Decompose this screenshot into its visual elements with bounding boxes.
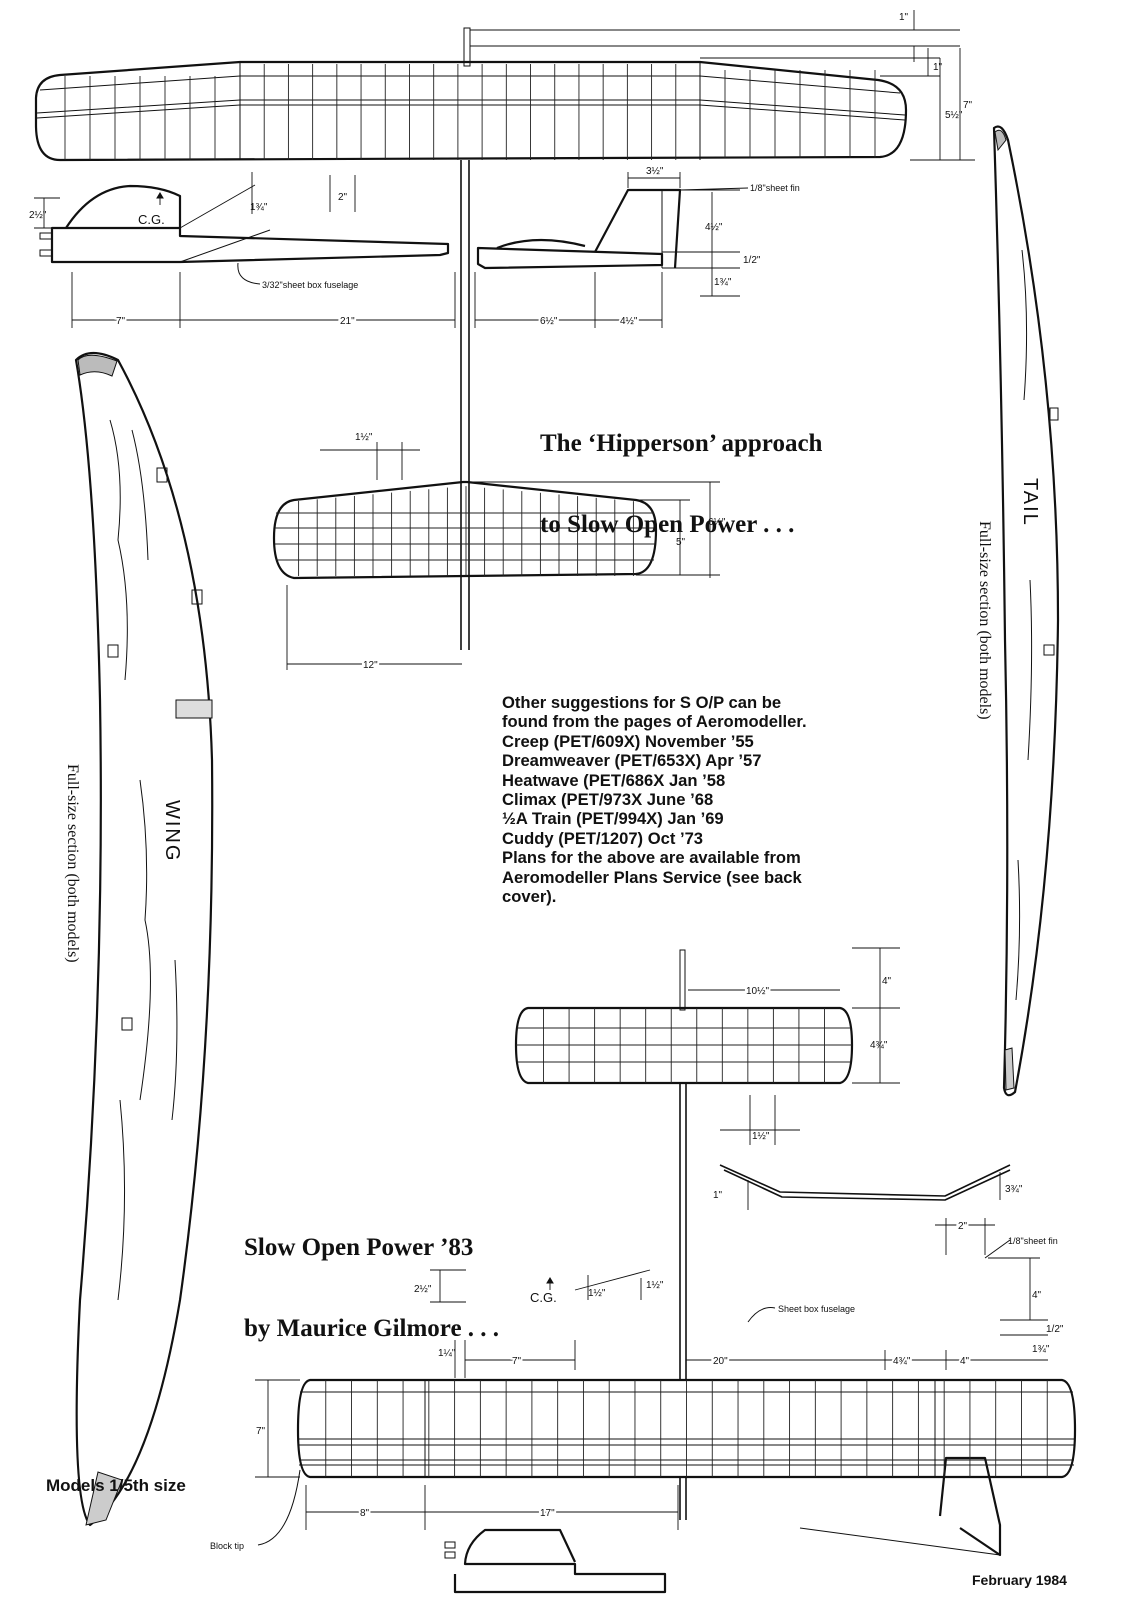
suggestion-outro-1: Plans for the above are available from — [502, 848, 801, 868]
gil-fin-to-tail: 4" — [882, 976, 892, 987]
gil-boom-depth: 1/2" — [1046, 1324, 1064, 1335]
gil-fin-height: 4" — [1032, 1290, 1042, 1301]
gil-nose-gap: 1¼" — [438, 1347, 456, 1359]
gilmore-tailplane: 4" 10½" 4¾" 1½" — [516, 948, 900, 1145]
plan-suggestions: Other suggestions for S O/P can be found… — [502, 693, 922, 906]
gilmore-boom — [680, 1083, 686, 1520]
hip-fin-bottom: 1¾" — [714, 277, 732, 288]
dim-wing-tip-chord: 5½" — [945, 110, 963, 121]
hip-fin-height: 4½" — [705, 222, 723, 233]
gil-block-tip: Block tip — [210, 1541, 244, 1551]
hip-fin-offset: 6½" — [540, 316, 558, 327]
hip-tailplane-root: 6½" — [708, 517, 726, 528]
hipperson-wing-plan — [36, 28, 906, 160]
hip-nose-length: 7" — [116, 316, 126, 327]
hipperson-fuselage-side: C.G. 2½" 1¾" 2" 3/32"sheet box fuselage … — [29, 172, 455, 329]
plan-reference: Heatwave (PET/686X Jan ’58 — [502, 770, 726, 790]
gil-incidence-b: 1½" — [646, 1280, 664, 1291]
plan-reference: Creep (PET/609X) November ’55 — [502, 731, 754, 751]
gilmore-tail-side: 2" 1/8"sheet fin Sheet box fuselage 4" 1… — [700, 1218, 1064, 1600]
dim-dihedral: 1" — [933, 62, 943, 73]
gil-wing-tip-panel: 8" — [360, 1508, 370, 1519]
gilmore-tail-dihedral: 1" 3¾" — [713, 1165, 1023, 1210]
tail-section — [994, 127, 1058, 1096]
gil-fin-note: 1/8"sheet fin — [1008, 1236, 1058, 1246]
hip-tailplane-sweep: 1½" — [355, 432, 373, 443]
scale-note: Models 1/5th size — [46, 1476, 186, 1495]
tail-section-caption: Full-size section (both models) — [976, 521, 993, 720]
gilmore-title: Slow Open Power ’83 by Maurice Gilmore .… — [244, 1180, 499, 1369]
hip-fin-chord: 3½" — [646, 166, 664, 177]
tail-section-label: TAIL — [1019, 478, 1041, 527]
gil-dihedral-right: 3¾" — [1005, 1184, 1023, 1195]
hip-cg-offset: 2" — [338, 192, 348, 203]
hipperson-title: The ‘Hipperson’ approach to Slow Open Po… — [540, 376, 822, 565]
gil-tail-span: 10½" — [746, 986, 769, 997]
hip-boom-depth: 1/2" — [743, 255, 761, 266]
hipperson-tail-side: 3½" 1/8"sheet fin 4½" 1/2" 1¾" 6½" 4½" — [475, 166, 800, 329]
wing-section-caption: Full-size section (both models) — [64, 764, 81, 963]
gil-tail-chord: 4¾" — [870, 1040, 888, 1051]
gilmore-title-line2: by Maurice Gilmore . . . — [244, 1315, 500, 1342]
wing-section-label: WING — [161, 800, 183, 862]
gil-nose-length: 7" — [512, 1356, 522, 1367]
hip-tail-root: 4½" — [620, 316, 638, 327]
hipperson-tailplane: 1½" 5" 6½" 12" — [274, 432, 726, 673]
gil-tail-root: 4¾" — [893, 1356, 911, 1367]
suggestion-intro-1: Other suggestions for S O/P can be — [502, 693, 782, 712]
suggestion-outro-2: Aeromodeller Plans Service (see back — [502, 867, 802, 887]
gil-fin-bottom: 1¾" — [1032, 1344, 1050, 1355]
gil-dihedral-left: 1" — [713, 1190, 723, 1201]
suggestion-outro-3: cover). — [502, 887, 557, 907]
gil-fuselage-note: Sheet box fuselage — [778, 1304, 855, 1314]
gil-fin-chord: 2" — [958, 1221, 968, 1232]
plan-reference: Cuddy (PET/1207) Oct ’73 — [502, 828, 704, 848]
hip-cg-label: C.G. — [138, 212, 165, 227]
plan-reference: Climax (PET/973X June ’68 — [502, 790, 714, 810]
issue-date: February 1984 — [972, 1572, 1067, 1588]
gil-tail-moment: 20" — [713, 1356, 728, 1367]
gilmore-title-line1: Slow Open Power ’83 — [244, 1234, 474, 1261]
hip-fuselage-note: 3/32"sheet box fuselage — [262, 280, 358, 290]
hip-tailplane-span: 12" — [363, 660, 378, 671]
wing-section — [76, 353, 212, 1525]
suggestion-intro-2: found from the pages of Aeromodeller. — [502, 712, 807, 732]
hip-tailplane-tip: 5" — [676, 537, 686, 548]
hip-tail-moment: 21" — [340, 316, 355, 327]
gil-tail-offset: 1½" — [752, 1131, 770, 1142]
gil-cg-label: C.G. — [530, 1290, 557, 1305]
gil-wing-centre-panel: 17" — [540, 1508, 555, 1519]
hipperson-wing-dims: 1" 1" 5½" 7" — [470, 10, 975, 160]
gil-pylon-height: 2½" — [414, 1284, 432, 1295]
hip-fin-note: 1/8"sheet fin — [750, 183, 800, 193]
dim-wing-root-chord: 7" — [963, 100, 973, 111]
gilmore-fuselage-side: C.G. 2½" 1½" 1½" 2" 1¼" 7" 20" 4¾" 4" — [414, 1270, 1000, 1600]
plan-reference: ½A Train (PET/994X) Jan ’69 — [502, 809, 724, 829]
hipperson-boom — [461, 160, 469, 650]
plan-reference: Dreamweaver (PET/653X) Apr ’57 — [502, 751, 762, 771]
gilmore-wing-plan: 7" 8" 17" Block tip — [210, 1380, 1075, 1551]
dim-fin-top: 1" — [899, 12, 909, 23]
gil-incidence-a: 1½" — [588, 1288, 606, 1299]
hipperson-title-line2: to Slow Open Power . . . — [540, 511, 795, 538]
gil-wing-chord: 7" — [256, 1426, 266, 1437]
gil-tail-aft: 4" — [960, 1356, 970, 1367]
hipperson-title-line1: The ‘Hipperson’ approach — [540, 430, 823, 457]
hip-pylon-height: 2½" — [29, 210, 47, 221]
hip-incidence: 1¾" — [250, 202, 268, 213]
